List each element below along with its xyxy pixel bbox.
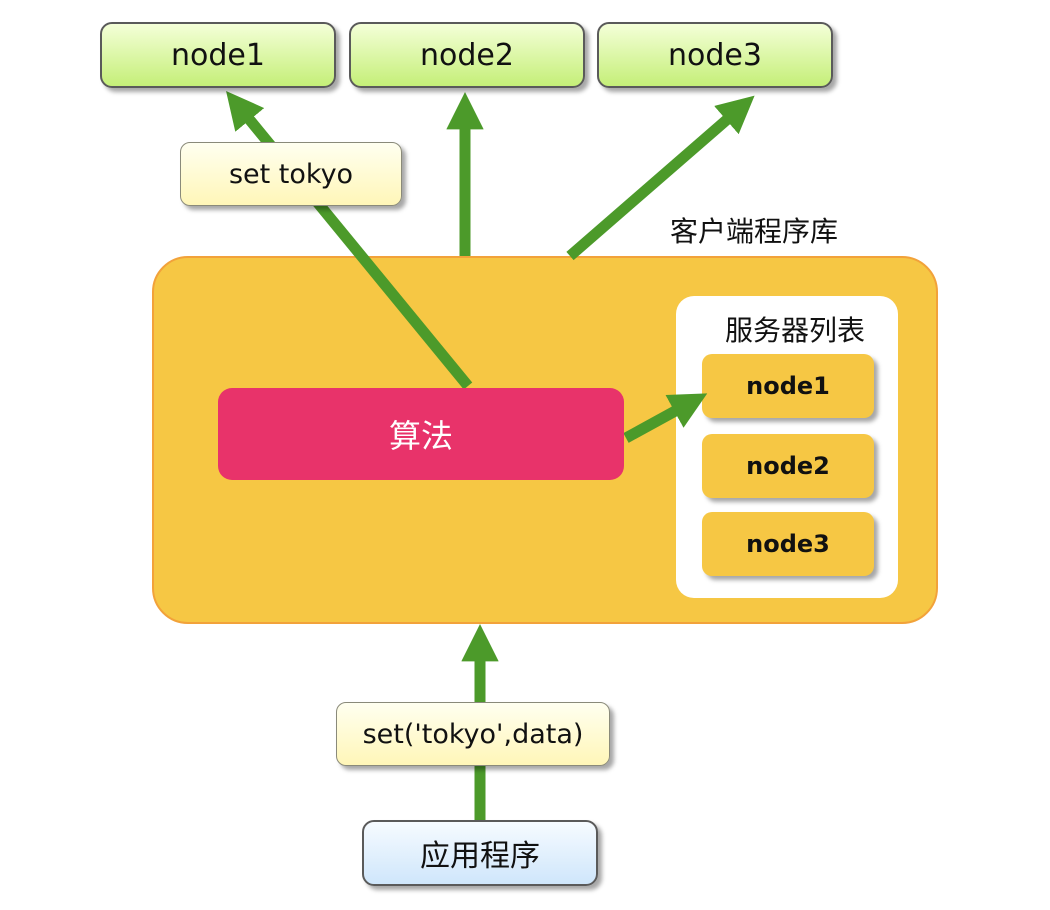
server-list-node3: node3: [702, 512, 874, 576]
top-node2: node2: [349, 22, 585, 88]
top-node1: node1: [100, 22, 336, 88]
algorithm-box: 算法: [218, 388, 624, 480]
server-list-node1: node1: [702, 354, 874, 418]
call-label: set('tokyo',data): [336, 702, 610, 766]
top-node3: node3: [597, 22, 833, 88]
set-key-label: set tokyo: [180, 142, 402, 206]
server-list-node2: node2: [702, 434, 874, 498]
arrow-algo-to-serverlist: [623, 393, 708, 443]
client-library-label: 客户端程序库: [670, 215, 839, 248]
server-list-title: 服务器列表: [724, 314, 865, 347]
arrow-to-node3: [566, 95, 755, 261]
application-box: 应用程序: [362, 820, 598, 886]
